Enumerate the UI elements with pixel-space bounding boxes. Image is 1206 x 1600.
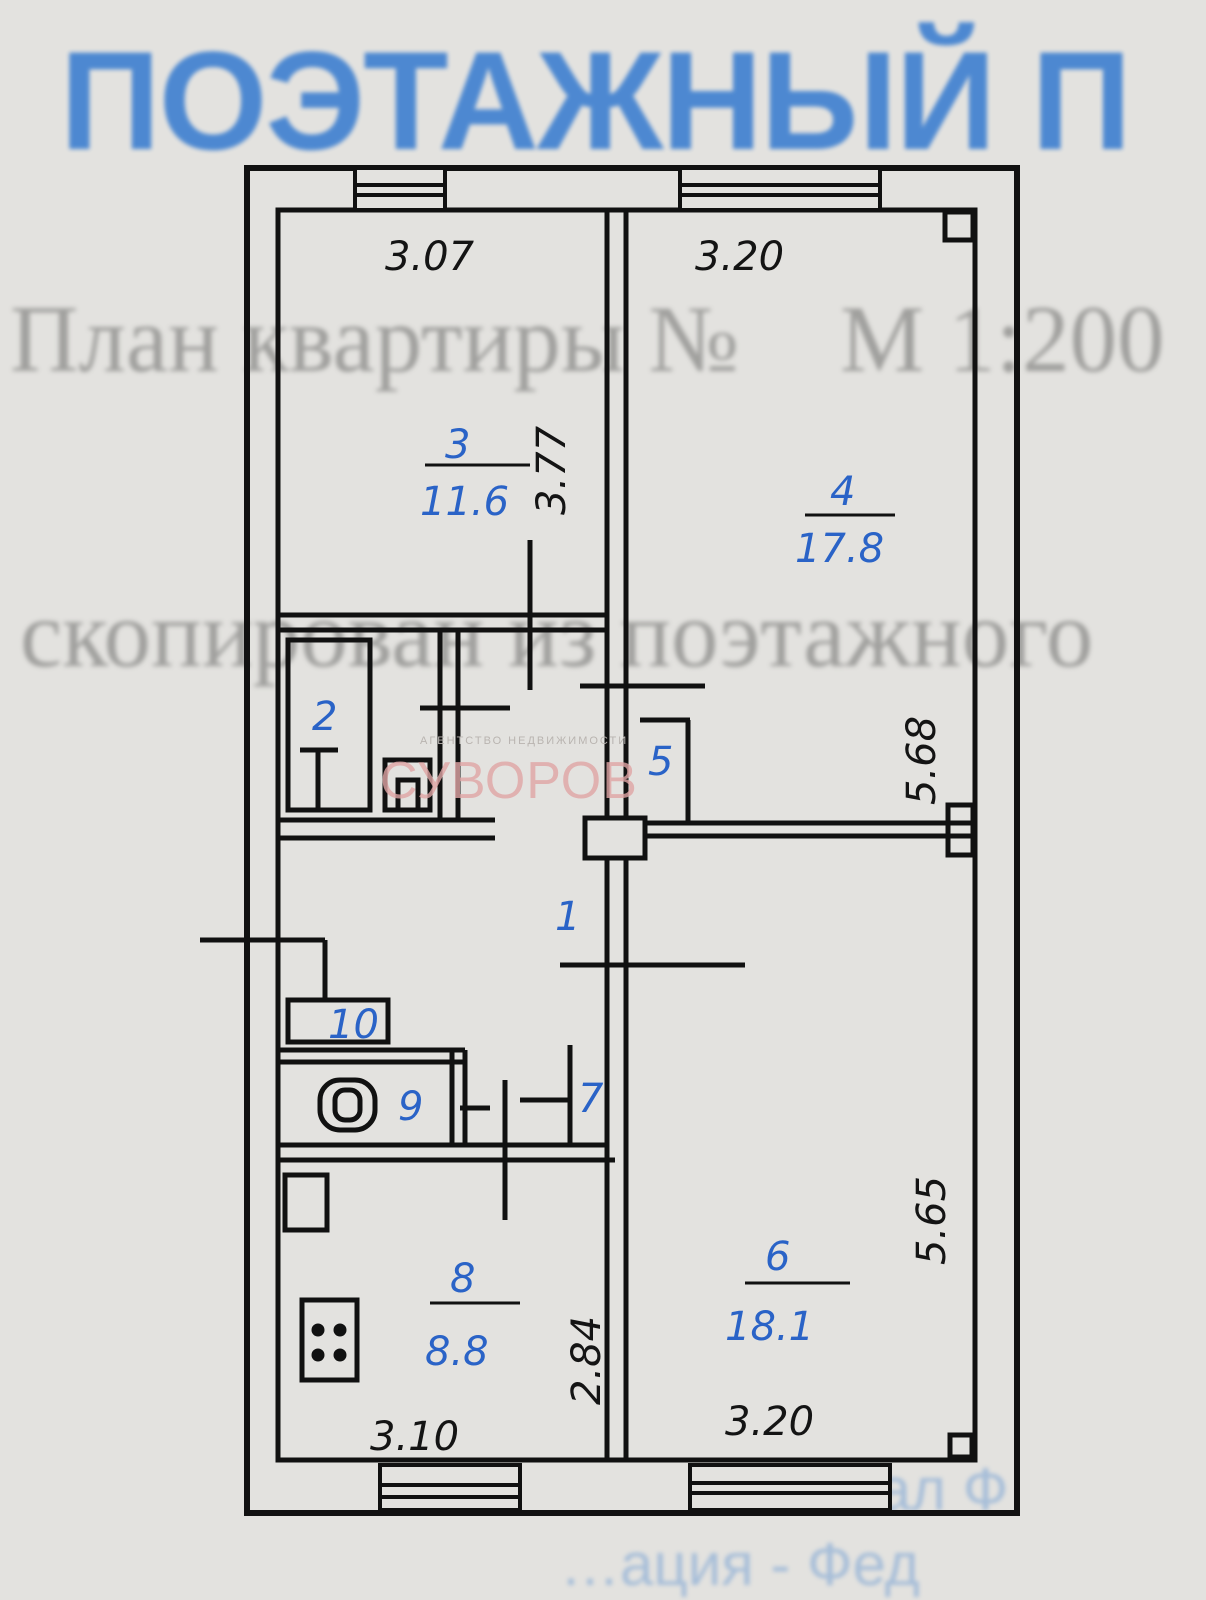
room-3-area: 11.6: [420, 479, 509, 525]
background-scale: М 1:200: [840, 286, 1165, 392]
room-2-number: 2: [312, 694, 337, 740]
dim-room8-length: 2.84: [564, 1316, 610, 1405]
room-7-number: 7: [578, 1076, 604, 1122]
room-8-number: 8: [450, 1256, 475, 1302]
dim-room3-length: 3.77: [529, 425, 575, 515]
room-9-number: 9: [398, 1084, 423, 1130]
outer-wall: [244, 165, 1020, 1516]
window-top-right: [678, 166, 882, 212]
background-text-line1: План квартиры №: [10, 286, 740, 392]
fraction-lines: [425, 463, 895, 1305]
watermark-brand: СУВОРОВ: [380, 752, 638, 810]
room-8-area: 8.8: [425, 1329, 489, 1375]
dim-room3-width: 3.07: [385, 234, 475, 280]
room-6-number: 6: [765, 1234, 790, 1280]
window-top-left: [353, 166, 447, 212]
plan-header-title: ПОЭТАЖНЫЙ П: [60, 22, 1132, 179]
dim-room4-length: 5.68: [899, 716, 945, 805]
windows: [353, 166, 892, 1512]
background-bottom-line2: …ация - Фед: [560, 1531, 920, 1598]
walls: [200, 165, 1020, 1516]
room-6-area: 18.1: [725, 1304, 814, 1350]
dim-room4-width: 3.20: [695, 234, 784, 280]
dim-room6-width: 3.20: [725, 1399, 814, 1445]
room-1-number: 1: [555, 894, 580, 940]
room-3-number: 3: [445, 422, 470, 468]
window-bottom-left: [378, 1463, 522, 1512]
room-10-number: 10: [328, 1002, 379, 1048]
room-4-number: 4: [830, 469, 855, 515]
watermark-agency: АГЕНТСТВО НЕДВИЖИМОСТИ: [420, 735, 629, 747]
dim-room8-width: 3.10: [370, 1414, 459, 1460]
room-4-area: 17.8: [795, 526, 884, 572]
window-bottom-right: [688, 1463, 892, 1512]
dim-room6-length: 5.65: [909, 1176, 955, 1265]
background-text-line2: скопирован из поэтажного: [20, 581, 1094, 687]
room-5-number: 5: [648, 739, 673, 785]
